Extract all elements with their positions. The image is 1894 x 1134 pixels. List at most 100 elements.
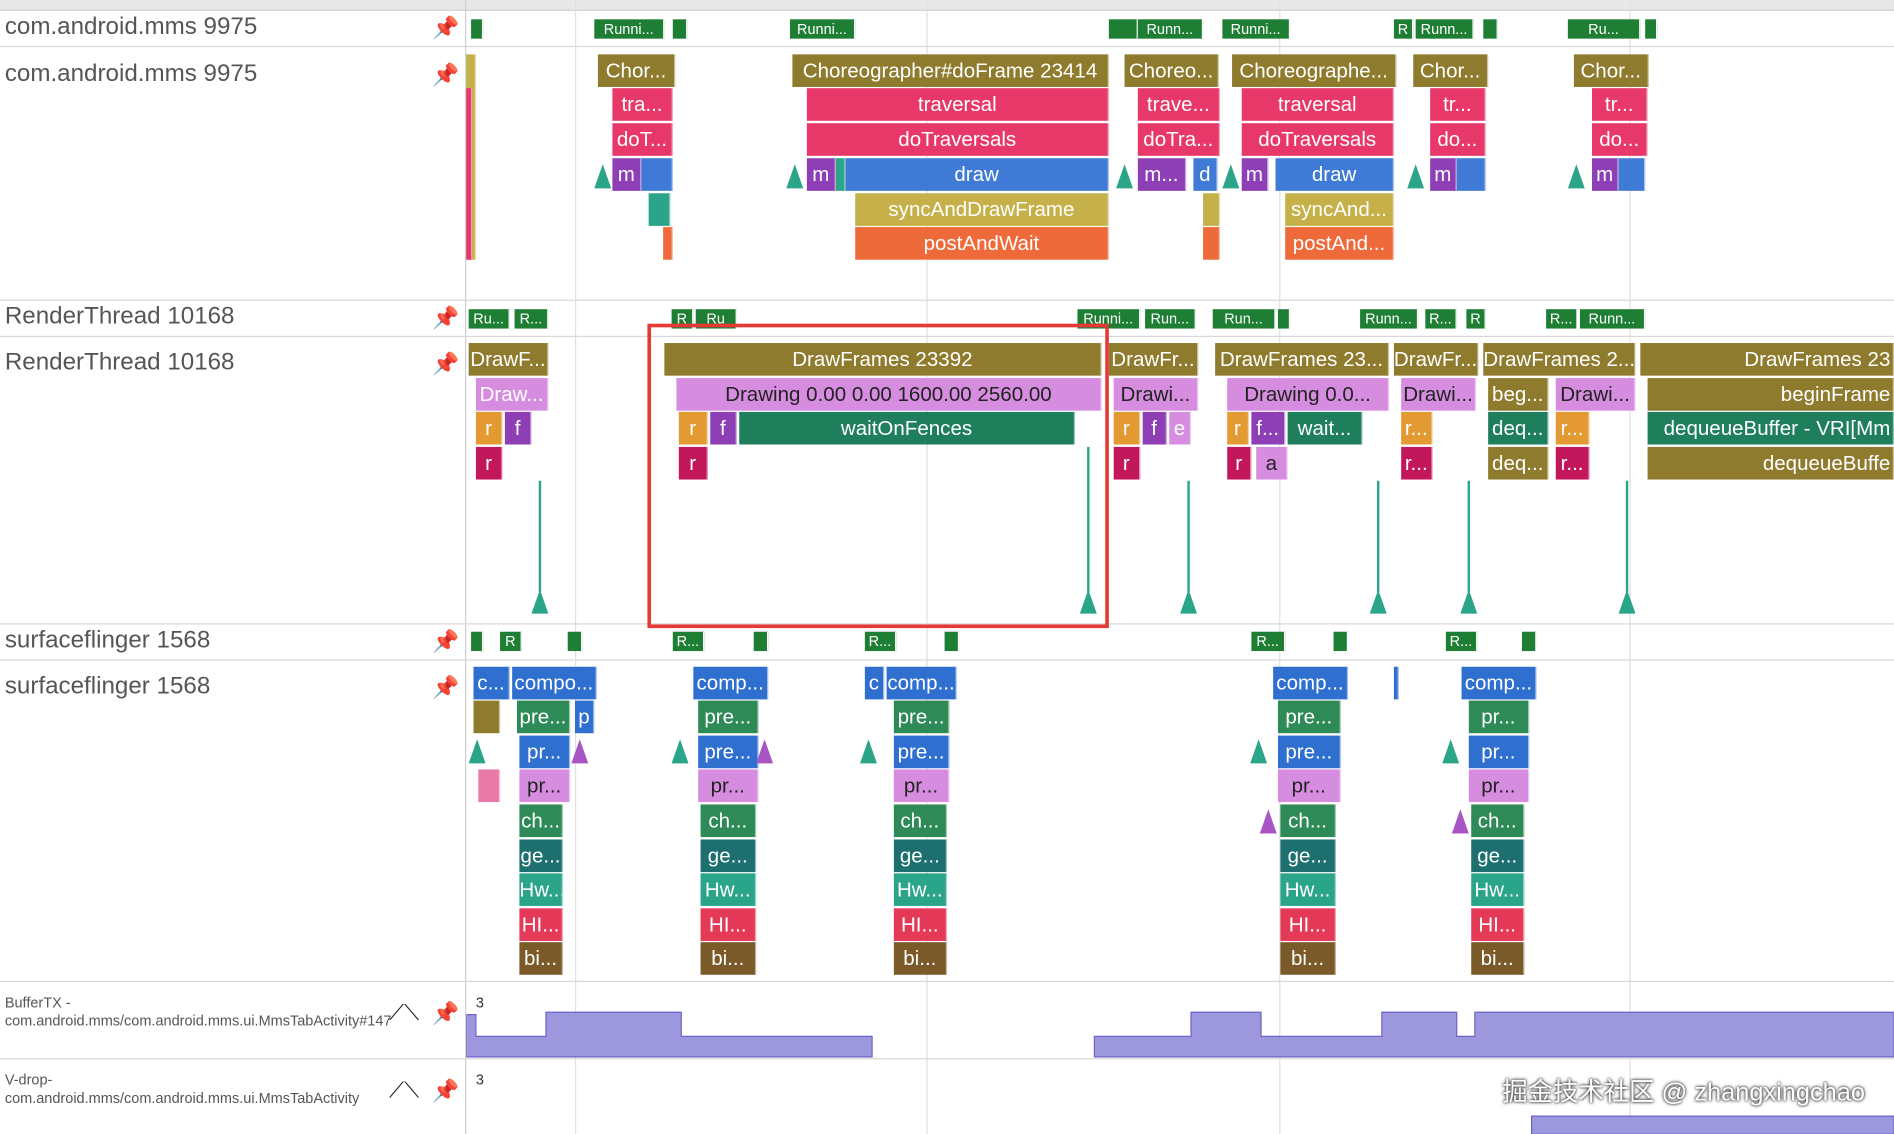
trace-slice[interactable]: pre... [893,735,950,769]
trace-slice[interactable]: pr... [519,735,571,769]
trace-slice[interactable]: comp... [693,666,769,700]
thread-state[interactable] [1483,19,1498,39]
trace-slice[interactable]: ge... [1280,839,1336,873]
trace-slice[interactable]: do... [1592,123,1648,156]
trace-slice[interactable] [1203,227,1220,260]
trace-slice[interactable]: pre... [698,735,759,769]
thread-state[interactable]: R [1466,309,1486,329]
trace-slice[interactable]: pre... [516,700,571,734]
trace-slice[interactable]: bi... [519,942,563,975]
trace-slice[interactable]: Choreo... [1124,54,1219,87]
track-render-state[interactable] [0,300,1894,338]
trace-slice[interactable]: ch... [519,804,563,838]
trace-slice[interactable]: r [475,446,503,480]
thread-state[interactable]: R... [1445,631,1478,652]
trace-slice[interactable]: dequeueBuffe [1647,446,1894,480]
trace-slice[interactable]: pr... [1468,700,1530,734]
thread-state[interactable]: R... [672,631,705,652]
trace-slice[interactable]: Chor... [1573,54,1649,87]
trace-slice[interactable] [466,88,473,260]
trace-slice[interactable]: syncAnd... [1285,193,1394,226]
trace-slice[interactable]: doTraversals [1241,123,1394,156]
trace-slice[interactable]: p [574,700,595,734]
track-buffer-tx[interactable] [0,981,1894,1060]
trace-slice[interactable]: draw [1275,158,1394,191]
trace-slice[interactable]: Choreographe... [1232,54,1397,87]
pin-icon[interactable]: 📌 [432,675,460,700]
trace-slice[interactable]: ge... [893,839,947,873]
trace-slice[interactable]: pr... [519,769,571,803]
track-label-divider[interactable] [465,0,467,1134]
trace-slice[interactable]: deq... [1488,411,1549,445]
trace-slice[interactable]: ch... [1280,804,1336,838]
track-mms-main[interactable] [0,46,1894,301]
trace-slice[interactable]: comp... [1461,666,1537,700]
thread-state[interactable] [1277,309,1291,329]
trace-slice[interactable] [1456,158,1486,191]
trace-slice[interactable]: m [612,158,642,191]
pin-icon[interactable]: 📌 [432,305,460,330]
trace-slice[interactable]: Chor... [1413,54,1489,87]
trace-slice[interactable]: e [1169,411,1191,445]
thread-state[interactable]: Ru... [1567,19,1641,39]
trace-slice[interactable]: Drawi... [1113,378,1199,411]
trace-slice[interactable] [648,193,671,226]
trace-slice[interactable]: ch... [700,804,757,838]
thread-state[interactable]: Runni... [1222,19,1291,39]
trace-slice[interactable] [641,158,673,191]
trace-slice[interactable]: r [678,411,708,445]
trace-slice[interactable]: pre... [1277,735,1341,769]
trace-slice[interactable]: DrawFrames 2... [1483,343,1636,376]
trace-slice[interactable]: trave... [1137,88,1220,121]
trace-slice[interactable]: bi... [1471,942,1525,975]
trace-slice[interactable]: Hw... [1471,873,1525,906]
trace-slice[interactable]: traversal [806,88,1109,121]
trace-slice[interactable]: DrawFr... [1393,343,1479,376]
trace-slice[interactable] [478,769,501,803]
trace-slice[interactable]: ge... [700,839,757,873]
trace-slice[interactable]: beginFrame [1647,378,1894,411]
trace-slice[interactable]: m... [1137,158,1187,191]
trace-slice[interactable]: comp... [886,666,957,700]
trace-slice[interactable]: Drawi... [1401,378,1477,411]
trace-slice[interactable]: ge... [1471,839,1525,873]
trace-slice[interactable]: comp... [1273,666,1349,700]
thread-state[interactable]: Runn... [1137,19,1204,39]
trace-slice[interactable]: wait... [1287,411,1363,445]
trace-slice[interactable]: DrawFrames 23 [1640,343,1894,376]
trace-slice[interactable]: pr... [893,769,950,803]
pin-icon[interactable]: 📌 [432,1001,460,1026]
pin-icon[interactable]: 📌 [432,629,460,654]
trace-slice[interactable]: c [864,666,885,700]
pin-icon[interactable]: 📌 [432,1078,460,1103]
thread-state[interactable] [753,631,769,652]
trace-slice[interactable]: Chor... [597,54,676,87]
trace-slice[interactable]: doTra... [1137,123,1220,156]
trace-slice[interactable]: ch... [893,804,947,838]
trace-slice[interactable]: DrawF... [468,343,549,376]
trace-slice[interactable]: ge... [519,839,563,873]
trace-slice[interactable]: Draw... [475,378,549,411]
thread-state[interactable] [471,19,484,39]
trace-slice[interactable]: pr... [1468,769,1530,803]
trace-slice[interactable]: Choreographer#doFrame 23414 [792,54,1109,87]
trace-slice[interactable] [1203,193,1220,226]
pin-icon[interactable]: 📌 [432,351,460,376]
trace-slice[interactable]: dequeueBuffer - VRI[Mm [1647,411,1894,445]
trace-slice[interactable]: do... [1430,123,1486,156]
trace-slice[interactable]: r [1113,411,1141,445]
trace-slice[interactable]: pr... [1468,735,1530,769]
trace-slice[interactable]: r [475,411,503,445]
trace-slice[interactable]: r... [1401,446,1433,480]
thread-state[interactable]: R... [1251,631,1286,652]
trace-slice[interactable]: pre... [893,700,950,734]
trace-slice[interactable]: r... [1555,446,1590,480]
trace-slice[interactable]: draw [845,158,1109,191]
trace-slice[interactable]: bi... [700,942,757,975]
trace-slice[interactable]: Hw... [893,873,947,906]
trace-slice[interactable]: Drawing 0.00 0.00 1600.00 2560.00 [676,378,1102,411]
trend-icon[interactable]: ⟋⟍ [388,1077,420,1102]
trace-slice[interactable]: bi... [893,942,947,975]
thread-state[interactable] [1333,631,1349,652]
trace-slice[interactable]: DrawFr... [1108,343,1199,376]
